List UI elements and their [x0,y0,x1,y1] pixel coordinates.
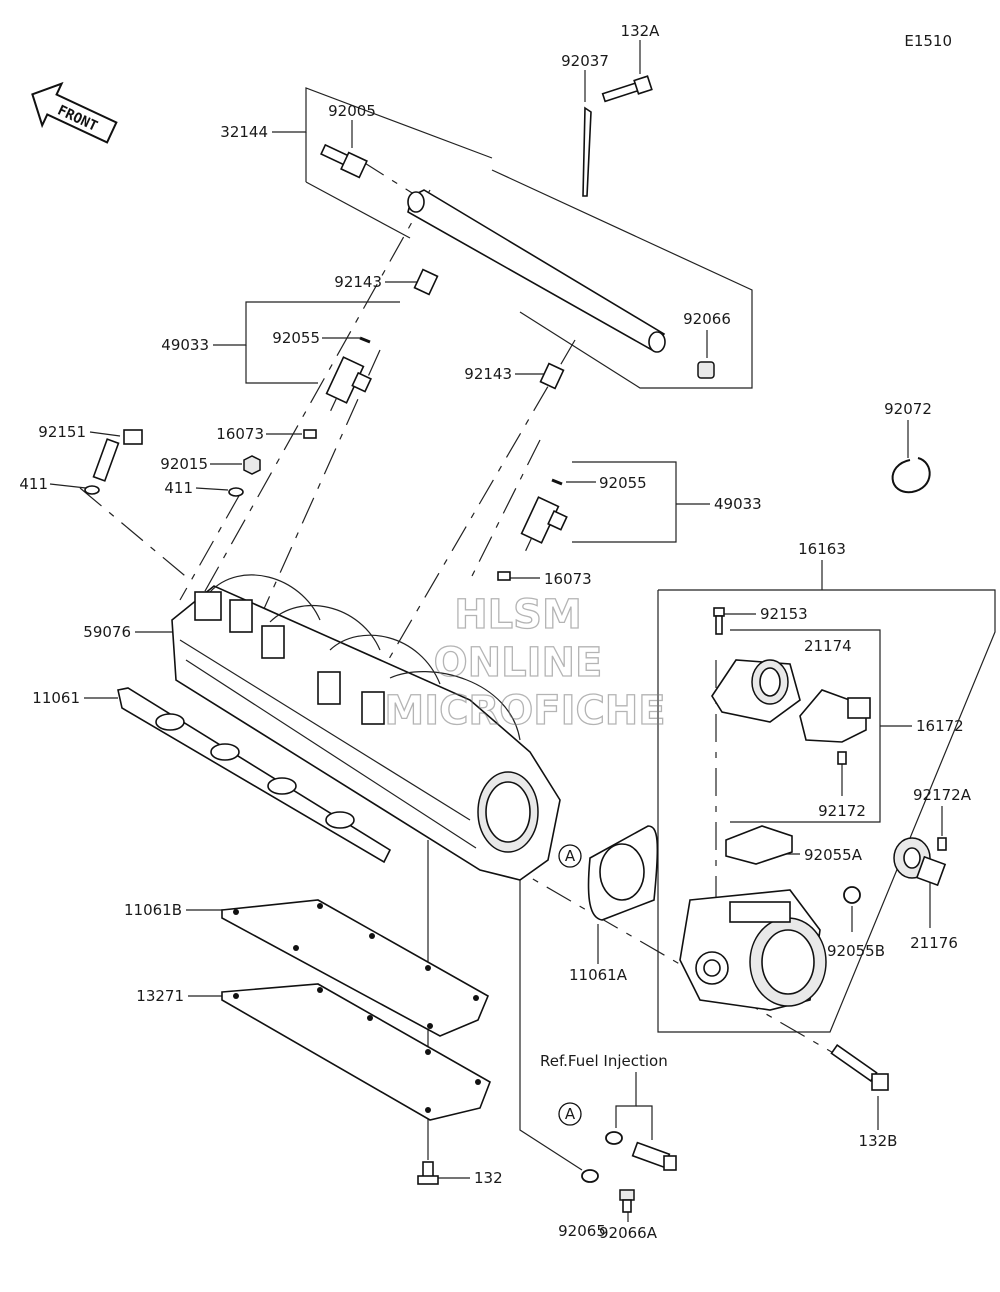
label-32144: 32144 [220,123,268,141]
label-92066: 92066 [683,310,731,328]
label-11061B: 11061B [124,901,182,919]
front-arrow-icon: FRONT [31,81,118,144]
label-21174: 21174 [804,637,852,655]
label-92065: 92065 [558,1222,606,1240]
bolt-92151 [92,429,143,482]
label-49033-a: 49033 [161,336,209,354]
diagram-code: E1510 [904,32,952,50]
label-92055-b: 92055 [599,474,647,492]
seal-92143-a [413,268,439,296]
label-16172: 16172 [916,717,964,735]
bolt-132A [601,75,653,103]
nut-92066A [619,1189,635,1213]
callout-a-2: A [558,1102,582,1126]
sensor-ref [631,1141,677,1171]
seal-92143-b [539,362,565,390]
callout-a-1: A [558,844,582,868]
label-92172: 92172 [818,802,866,820]
label-132: 132 [474,1169,503,1187]
svg-text:A: A [565,1105,576,1123]
cap-16073-a [303,429,317,439]
svg-text:A: A [565,847,576,865]
screw-92172A [937,837,947,851]
label-92151: 92151 [38,423,86,441]
label-411-a: 411 [19,475,48,493]
label-92153: 92153 [760,605,808,623]
label-411-b: 411 [164,479,193,497]
washer-411-a [84,485,100,495]
label-92055A: 92055A [804,846,863,864]
throttle-body [679,889,827,1011]
label-21176: 21176 [910,934,958,952]
oring-92055B [843,886,861,904]
watermark: HLSM ONLINE MICROFICHE [384,591,667,734]
screw-92153 [713,607,725,635]
label-92015: 92015 [160,455,208,473]
label-11061A: 11061A [569,966,628,984]
label-92055B: 92055B [827,942,885,960]
sensor-21176 [893,837,947,887]
gasket-11061A [587,825,659,921]
bolt-132 [417,1161,439,1185]
label-132B: 132B [859,1132,898,1150]
svg-text:MICROFICHE: MICROFICHE [384,688,665,734]
plate-13271 [221,983,491,1121]
screw-92172 [837,751,847,765]
label-92066A: 92066A [599,1224,658,1242]
label-132A: 132A [621,22,661,40]
label-92005: 92005 [328,102,376,120]
injector-49033-b [520,496,568,552]
gasket-11061B [221,899,490,1037]
label-92172A: 92172A [913,786,972,804]
washer-411-b [228,487,244,497]
label-13271: 13271 [136,987,184,1005]
injector-49033-a [325,356,372,412]
fuel-rail [407,189,666,353]
cap-16073-b [497,571,511,581]
label-92055-a: 92055 [272,329,320,347]
label-16073-a: 16073 [216,425,264,443]
nut-92015 [243,455,261,475]
label-59076: 59076 [83,623,131,641]
label-92143-a: 92143 [334,273,382,291]
label-11061: 11061 [32,689,80,707]
oring-92055-a [359,336,371,344]
fitting-92005 [320,143,368,179]
gasket-92055A [725,825,793,865]
gasket-11061 [117,687,392,864]
bolt-132B [830,1044,889,1091]
svg-text:ONLINE: ONLINE [434,640,603,686]
label-16163: 16163 [798,540,846,558]
intake-manifold [171,574,561,881]
clip-92037 [582,106,592,197]
part-labels: 132A 92037 92005 32144 92143 49033 92055… [19,22,971,1242]
washer-92065 [581,1169,599,1183]
nut-92066 [697,361,715,379]
svg-text:HLSM: HLSM [454,592,582,638]
ref-fuel-injection-note: Ref.Fuel Injection [540,1052,668,1070]
label-92037: 92037 [561,52,609,70]
oring-92055-b [551,478,563,486]
label-16073-b: 16073 [544,570,592,588]
label-49033-b: 49033 [714,495,762,513]
clamp-92072 [891,457,931,494]
label-92143-b: 92143 [464,365,512,383]
washer-ref [605,1131,623,1145]
idle-air-valve-16172 [711,659,871,743]
label-92072: 92072 [884,400,932,418]
